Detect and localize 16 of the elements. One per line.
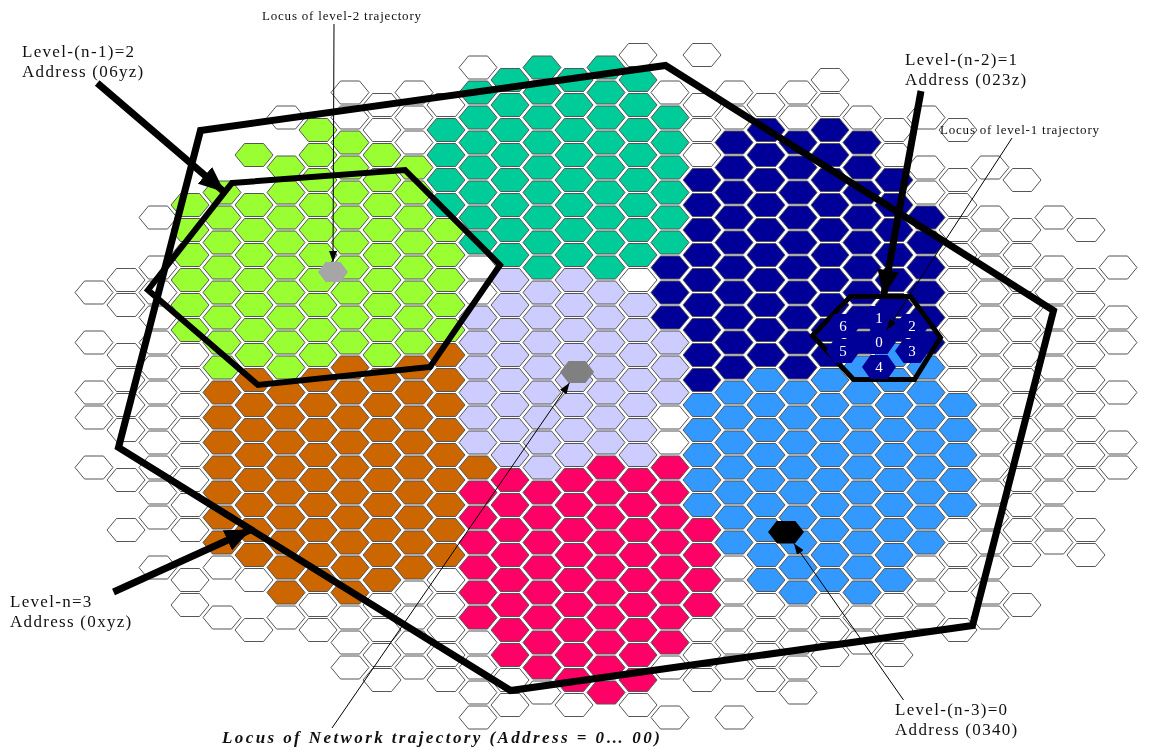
annotation-text: Level-n=3 Address (0xyz) bbox=[10, 592, 148, 633]
caption-text: Locus of Network trajectory (Address = 0… 00) bbox=[222, 728, 663, 749]
level-2-cluster-outline bbox=[145, 167, 503, 388]
arrow bbox=[877, 90, 925, 297]
level-1-cluster-outline bbox=[809, 293, 943, 382]
annotation-text: Locus of level-2 trajectory bbox=[262, 8, 422, 24]
annotation-text: Level-(n-1)=2 Address (06yz) bbox=[22, 42, 182, 83]
annotation-text: Level-(n-3)=0 Address (0340) bbox=[895, 700, 1065, 741]
arrow bbox=[112, 526, 253, 596]
leader-line bbox=[886, 137, 1013, 331]
leader-line bbox=[331, 382, 570, 729]
leader-line bbox=[793, 543, 904, 701]
leader-line bbox=[329, 23, 338, 263]
annotation-text: Locus of level-1 trajectory bbox=[940, 122, 1100, 138]
annotation-text: Level-(n-2)=1 Address (023z) bbox=[905, 50, 1065, 91]
arrow bbox=[94, 80, 227, 195]
